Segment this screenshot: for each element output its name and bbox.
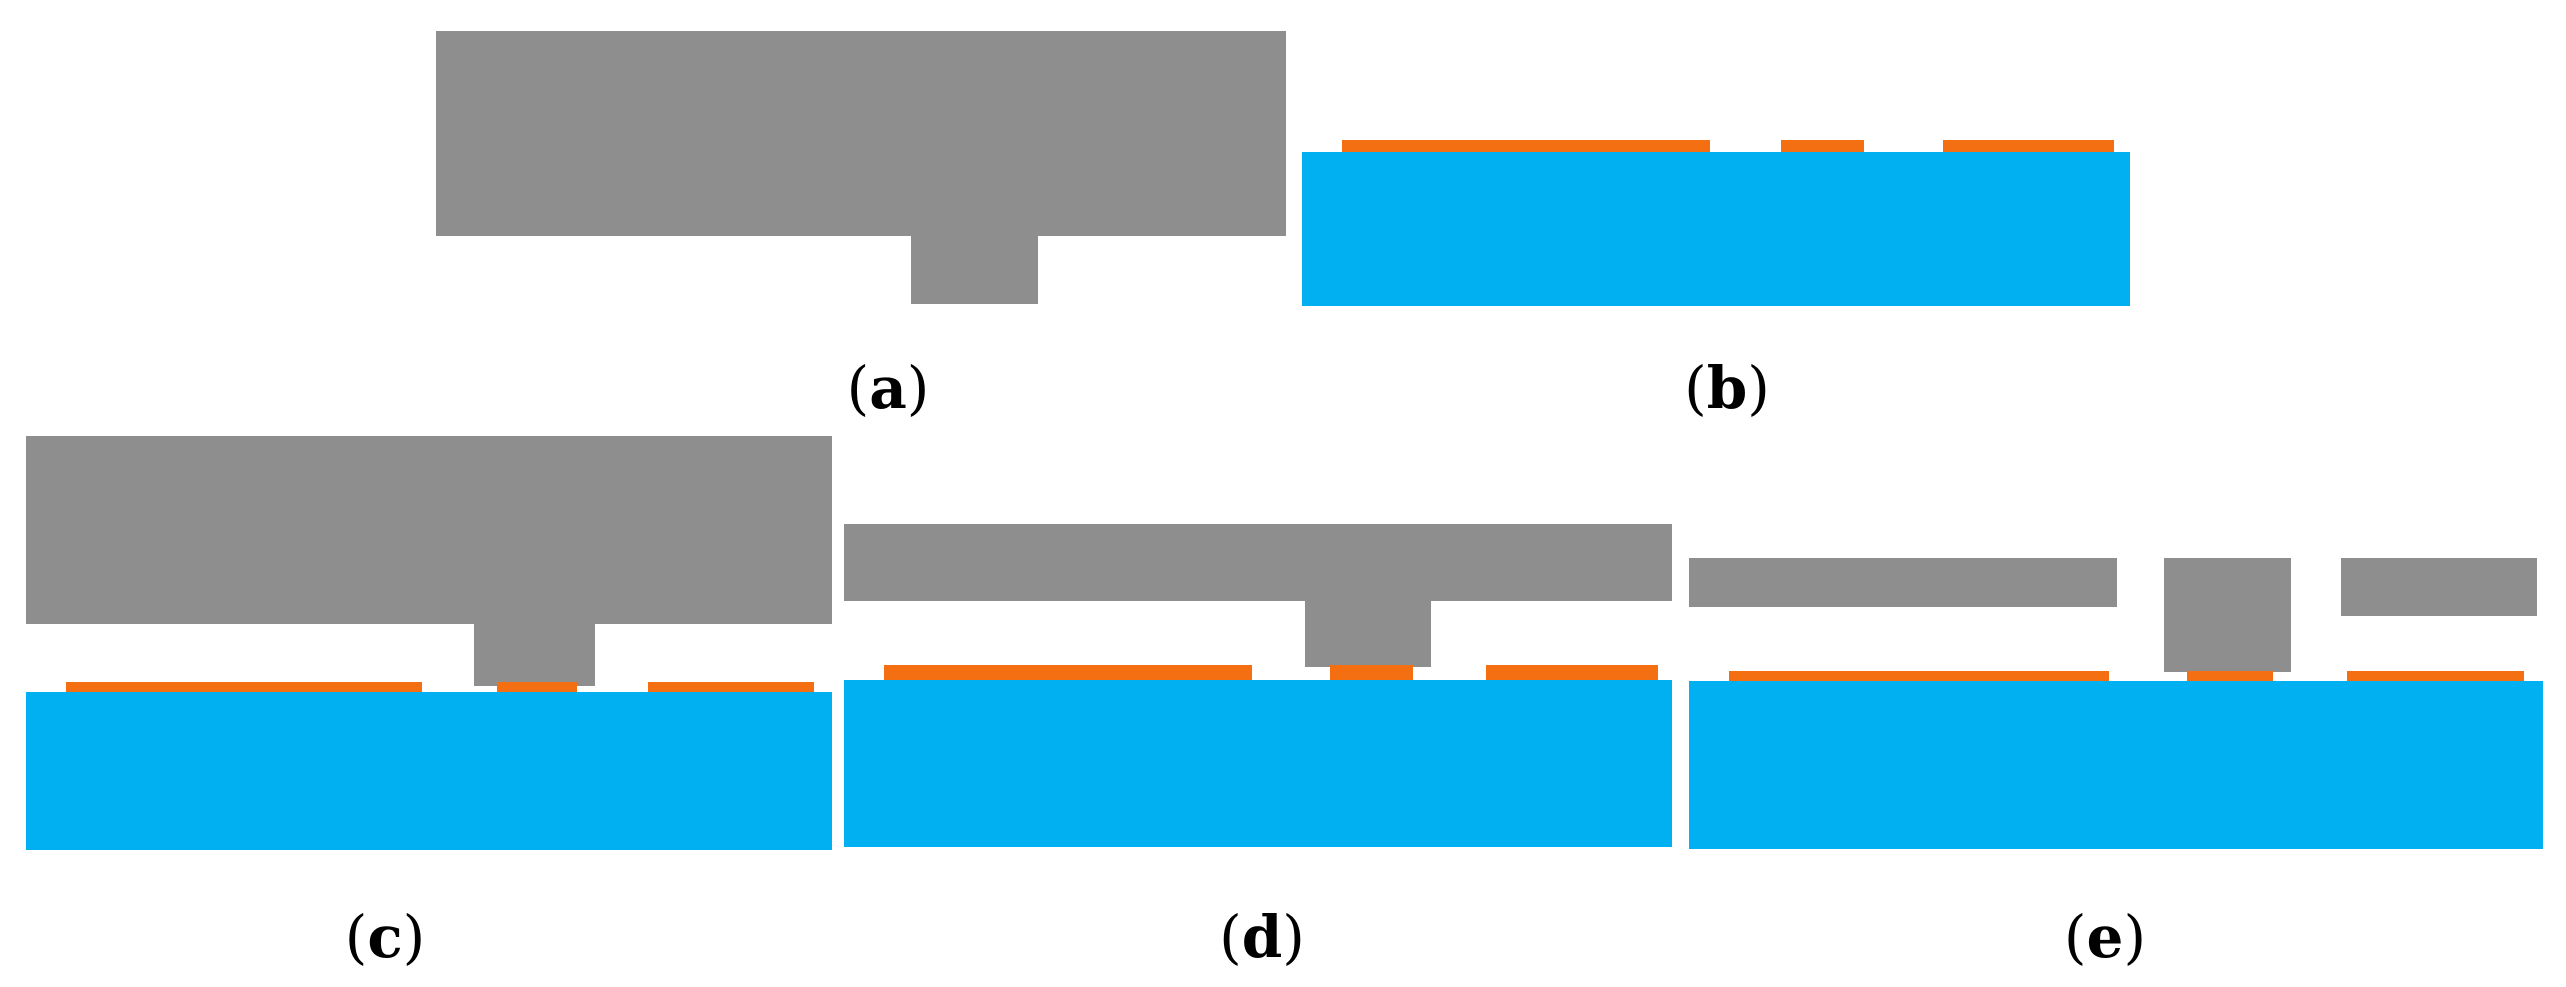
substrate-d [844, 680, 1672, 847]
electrode-e-middle [2187, 671, 2273, 681]
electrode-b-left [1342, 140, 1710, 152]
substrate-e [1689, 681, 2543, 849]
substrate-b [1302, 152, 2130, 306]
electrode-d-right [1486, 665, 1658, 680]
panel-label-a: (a) [846, 354, 930, 422]
mold-body-d [844, 524, 1672, 601]
panel-label-c: (c) [344, 903, 426, 971]
electrode-c-middle [497, 682, 577, 692]
electrode-c-right [648, 682, 814, 692]
panel-label-d: (d) [1219, 903, 1305, 971]
electrode-b-right [1943, 140, 2114, 152]
panel-label-b: (b) [1684, 354, 1770, 422]
mold-segment-e-right [2341, 558, 2537, 616]
electrode-d-left [884, 665, 1252, 680]
mold-protrusion-a [911, 236, 1038, 304]
electrode-d-middle [1330, 665, 1413, 680]
mold-protrusion-c [474, 624, 595, 686]
substrate-c [26, 692, 832, 850]
mold-segment-e-left [1689, 558, 2117, 607]
electrode-b-middle [1781, 140, 1864, 152]
mold-segment-e-middle [2164, 558, 2291, 672]
mold-body-c [26, 436, 832, 624]
mold-protrusion-d [1305, 601, 1431, 667]
panel-label-e: (e) [2063, 903, 2147, 971]
mold-body-a [436, 31, 1286, 236]
electrode-c-left [66, 682, 422, 692]
electrode-e-right [2347, 671, 2524, 681]
electrode-e-left [1729, 671, 2109, 681]
